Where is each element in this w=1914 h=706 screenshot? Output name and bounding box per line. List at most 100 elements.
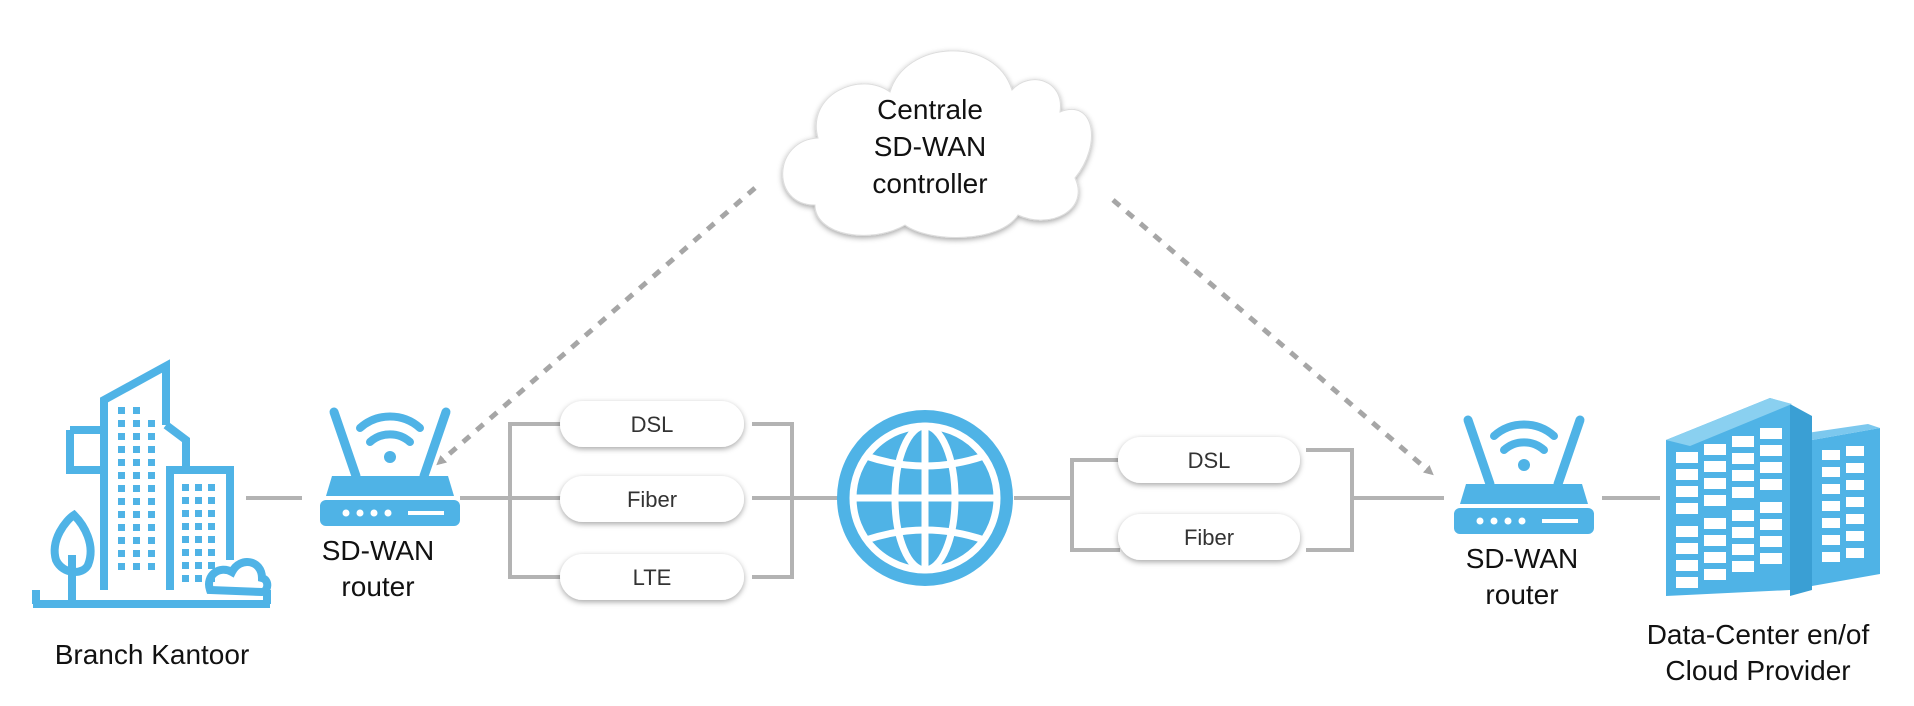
server-slot-11	[1760, 462, 1782, 473]
pill	[560, 401, 744, 447]
pill	[1118, 514, 1300, 560]
server-slot-33	[1846, 446, 1864, 456]
window-icon	[118, 563, 125, 570]
server-slot-32	[1822, 450, 1840, 460]
server-slot-34	[1822, 467, 1840, 477]
window-icon	[195, 497, 202, 504]
left-link-lte-label: LTE	[633, 565, 672, 590]
right-router-label-line1: SD-WAN	[1466, 543, 1579, 574]
window-icon	[208, 523, 215, 530]
window-icon	[148, 459, 155, 466]
window-icon	[118, 459, 125, 466]
right-link-dsl-label: DSL	[1188, 448, 1231, 473]
pill	[560, 554, 744, 600]
window-icon	[195, 549, 202, 556]
window-icon	[148, 472, 155, 479]
server-slot-29	[1704, 569, 1726, 580]
window-icon	[148, 446, 155, 453]
controller-to-right-router-arrow	[1111, 198, 1434, 476]
cloud-label-line3: controller	[872, 168, 987, 199]
window-icon	[133, 498, 140, 505]
window-icon	[133, 524, 140, 531]
window-icon	[133, 563, 140, 570]
left-link-dsl: DSL	[560, 401, 744, 447]
window-icon	[148, 420, 155, 427]
window-icon	[133, 420, 140, 427]
server-slot-10	[1732, 470, 1754, 481]
controller-cloud: Centrale SD-WAN controller	[782, 50, 1092, 238]
cloud-label-line2: SD-WAN	[874, 131, 987, 162]
window-icon	[182, 536, 189, 543]
window-icon	[118, 498, 125, 505]
window-icon	[182, 575, 189, 582]
window-icon	[182, 497, 189, 504]
server-slot-23	[1760, 519, 1782, 530]
building-windows	[118, 407, 215, 582]
pill	[560, 476, 744, 522]
window-icon	[133, 550, 140, 557]
server-slot-44	[1822, 552, 1840, 562]
server-slot-17	[1704, 518, 1726, 529]
window-icon	[195, 536, 202, 543]
left-router-label-line2: router	[341, 571, 414, 602]
server-slot-30	[1732, 561, 1754, 572]
right-link-fiber: Fiber	[1118, 514, 1300, 560]
left-link-fiber-label: Fiber	[627, 487, 677, 512]
server-slot-39	[1846, 497, 1864, 507]
window-icon	[133, 485, 140, 492]
window-icon	[148, 524, 155, 531]
window-icon	[148, 498, 155, 505]
window-icon	[118, 446, 125, 453]
server-slot-31	[1760, 553, 1782, 564]
server-slot-7	[1760, 445, 1782, 456]
window-icon	[208, 510, 215, 517]
server-slot-37	[1846, 480, 1864, 490]
datacenter-label-line1: Data-Center en/of	[1647, 619, 1870, 650]
server-slot-9	[1704, 478, 1726, 489]
window-icon	[118, 433, 125, 440]
window-icon	[182, 549, 189, 556]
window-icon	[133, 511, 140, 518]
server-slot-18	[1732, 510, 1754, 521]
server-slot-12	[1676, 503, 1698, 514]
right-router-icon	[1454, 415, 1594, 534]
server-slot-20	[1676, 543, 1698, 554]
window-icon	[118, 511, 125, 518]
server-slot-38	[1822, 501, 1840, 511]
window-icon	[195, 562, 202, 569]
window-icon	[133, 472, 140, 479]
window-icon	[133, 433, 140, 440]
server-slot-4	[1676, 469, 1698, 480]
server-slot-36	[1822, 484, 1840, 494]
server-slot-35	[1846, 463, 1864, 473]
server-slot-42	[1822, 535, 1840, 545]
window-icon	[208, 484, 215, 491]
left-link-dsl-label: DSL	[631, 412, 674, 437]
server-slot-0	[1676, 452, 1698, 463]
window-icon	[118, 420, 125, 427]
server-slot-43	[1846, 531, 1864, 541]
window-icon	[182, 484, 189, 491]
server-slot-13	[1704, 495, 1726, 506]
window-icon	[118, 472, 125, 479]
window-icon	[195, 523, 202, 530]
left-links-right-bracket	[752, 422, 794, 579]
server-slot-1	[1704, 444, 1726, 455]
window-icon	[133, 446, 140, 453]
left-router-icon	[320, 407, 460, 526]
window-icon	[118, 485, 125, 492]
window-icon	[118, 537, 125, 544]
server-slot-2	[1732, 436, 1754, 447]
window-icon	[118, 407, 125, 414]
window-icon	[133, 537, 140, 544]
window-icon	[148, 537, 155, 544]
pill	[1118, 437, 1300, 483]
left-links-left-bracket	[508, 422, 562, 579]
window-icon	[182, 562, 189, 569]
window-icon	[148, 433, 155, 440]
left-link-fiber: Fiber	[560, 476, 744, 522]
office-building-icon	[32, 359, 272, 608]
datacenter-label-line2: Cloud Provider	[1665, 655, 1850, 686]
server-slot-41	[1846, 514, 1864, 524]
server-slot-40	[1822, 518, 1840, 528]
